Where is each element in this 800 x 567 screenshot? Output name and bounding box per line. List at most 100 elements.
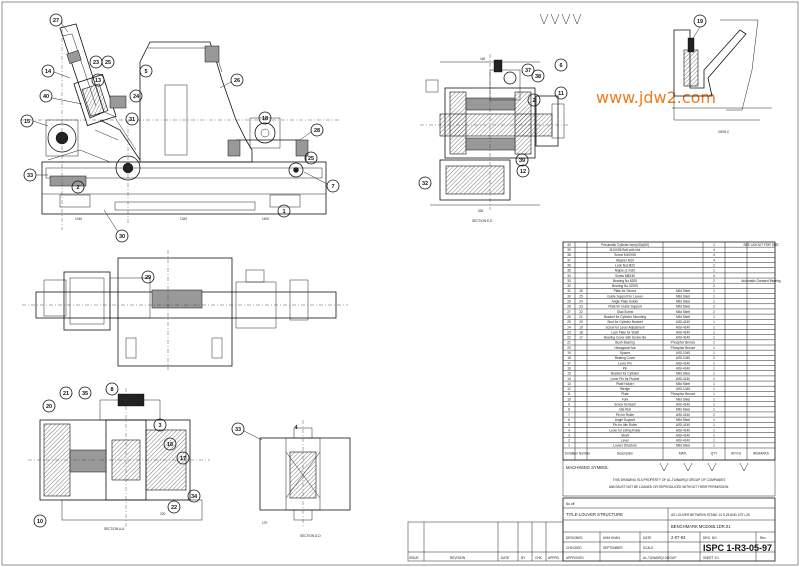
rev-col-issue: ISSUE [409, 556, 419, 560]
bom-cell: AISI-4140 [676, 413, 690, 417]
svg-text:31: 31 [129, 117, 135, 123]
bom-cell: Automatic Greased Bearing [741, 279, 780, 283]
bom-header: QTY [711, 452, 718, 456]
dim-text: 220 [160, 512, 166, 516]
bom-cell: 19 [567, 351, 571, 355]
title-text: TITLE-LOUVER STRUCTURE [566, 512, 623, 517]
balloon: 10 [33, 514, 47, 528]
balloon: 24 [129, 89, 143, 103]
balloons-section-a: 20 21 35 8 3 18 17 34 22 10 [33, 382, 201, 528]
view-title-c: VIEW C [718, 130, 730, 134]
bom-cell: AISI-4140 [676, 361, 690, 365]
bom-cell: Mild Steel [676, 310, 690, 314]
svg-text:5: 5 [144, 69, 147, 75]
dim-text: 170 [262, 521, 268, 525]
balloon: 25 [304, 151, 318, 165]
watermark-text: www.jdw2.com [596, 88, 716, 107]
bom-cell: 12 [567, 387, 571, 391]
designed-label: DESIGNED [566, 536, 583, 540]
bom-cell: Lever Pin for Pusher [610, 377, 640, 381]
svg-text:27: 27 [53, 18, 59, 24]
company-text: AL-TUWAIRQI GROUP [643, 556, 676, 560]
balloons-top-left: 27 14 13 40 15 23 5 26 24 25 31 18 28 25… [20, 13, 340, 243]
bom-cell: Idle Roll [619, 408, 631, 412]
bom-header: MATL [679, 452, 687, 456]
date-value: 2-07-93 [671, 535, 686, 540]
bom-cell: 24 [579, 300, 583, 304]
dim-text: 330 [478, 209, 484, 213]
bom-cell: 40 [567, 243, 571, 247]
bom-cell: 1 [713, 433, 715, 437]
svg-text:37: 37 [525, 68, 531, 74]
bom-cell: 36 [567, 263, 571, 267]
bom-cell: 39 [567, 248, 571, 252]
bom-cell: Plate Holder [616, 382, 634, 386]
bom-cell: 34 [567, 274, 571, 278]
balloon: 14 [41, 64, 55, 78]
rev-col-by: BY [521, 556, 526, 560]
revision-block: ISSUE REVISION DATE BY CHK APPRD [407, 521, 564, 562]
bom-cell: AISI-4140 [676, 330, 690, 334]
svg-text:33: 33 [27, 173, 33, 179]
bom-cell: AISI-1045 [676, 351, 690, 355]
balloon: 32 [418, 176, 432, 190]
balloon: 33 [23, 168, 37, 182]
bom-cell: Bracket for Cylinder Mounting [604, 315, 646, 319]
balloon: 39 [515, 153, 529, 167]
notice-line-2: AND MUST NOT BE LOANED OR REPRODUCED WIT… [609, 485, 729, 489]
svg-text:38: 38 [535, 74, 541, 80]
balloon: 3 [153, 418, 167, 432]
svg-text:12: 12 [520, 169, 526, 175]
bom-cell: 1 [713, 325, 715, 329]
balloon: 38 [531, 69, 545, 83]
bom-cell: Mild Steel [676, 372, 690, 376]
dim-text: 1240 [75, 217, 82, 221]
balloon: 4 [294, 425, 298, 431]
bom-cell: Nipple (1 inch) [615, 269, 636, 273]
svg-text:2: 2 [532, 98, 535, 104]
balloon: 18 [258, 111, 272, 125]
rev-label: Rev [760, 536, 766, 540]
svg-text:15: 15 [24, 119, 30, 125]
bom-cell: Pin for Roller [616, 413, 635, 417]
bom-cell: Pneumatic Cylinder bore(40)x(60) [601, 243, 649, 247]
balloon: 35 [78, 386, 92, 400]
notes-block: MACHINING SYMBOL THIS DRAWING IS A PROPE… [562, 459, 776, 497]
rev-col-chk: CHK [535, 556, 543, 560]
bom-cell: Pin for Idle Roller [613, 423, 638, 427]
bom-cell: AISI-1045 [676, 387, 690, 391]
bom-cell: Angle Plate Holder [612, 300, 640, 304]
svg-text:26: 26 [234, 78, 240, 84]
svg-text:28: 28 [314, 128, 320, 134]
svg-text:20: 20 [46, 404, 52, 410]
bom-cell: 1 [713, 439, 715, 443]
svg-text:3: 3 [158, 423, 161, 429]
bom-cell: 1 [713, 408, 715, 412]
bom-cell: AISI-4140 [676, 403, 690, 407]
svg-text:32: 32 [422, 181, 428, 187]
section-a-a-view: SECTION A-A 220 [28, 388, 210, 531]
svg-text:4: 4 [294, 425, 298, 431]
bom-cell: 4 [713, 248, 715, 252]
svg-text:25: 25 [105, 60, 111, 66]
bom-cell: 1 [713, 387, 715, 391]
bom-cell: 13 [567, 382, 571, 386]
bom-cell: Bearing Cover with Screw dia [604, 336, 646, 340]
bom-cell: Mild Steel [676, 418, 690, 422]
bom-cell: Mild Steel [676, 382, 690, 386]
balloon: 7 [326, 179, 340, 193]
svg-text:10: 10 [37, 519, 43, 525]
balloon: 25 [101, 55, 115, 69]
checked-by: SEPTEMBER [603, 546, 623, 550]
bom-header: WT.KG [731, 452, 742, 456]
balloon: 15 [20, 114, 34, 128]
bom-cell: 16 [567, 366, 571, 370]
bom-cell: 18 [567, 356, 571, 360]
section-e-e-view: 160 330 SECTION E-E [420, 54, 570, 223]
balloon: 27 [49, 13, 63, 27]
svg-text:18: 18 [167, 442, 173, 448]
bom-cell: 2 [713, 310, 715, 314]
bom-cell: 1 [713, 243, 715, 247]
bom-cell: 1 [713, 341, 715, 345]
